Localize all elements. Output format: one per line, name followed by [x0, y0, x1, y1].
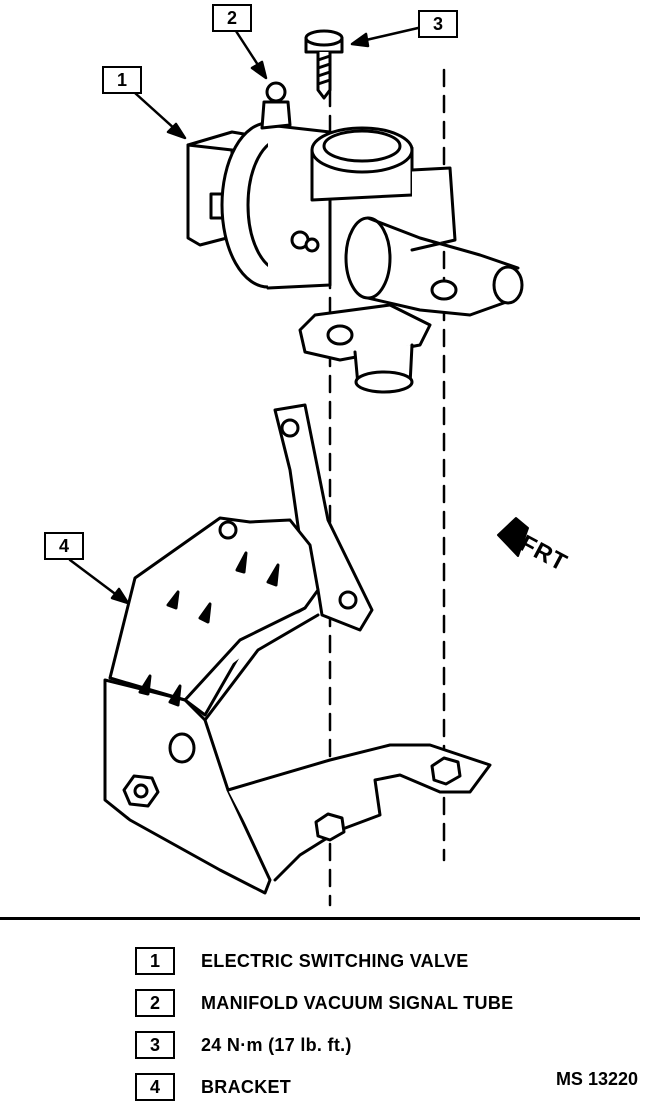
legend-item: 2 MANIFOLD VACUUM SIGNAL TUBE [135, 982, 615, 1024]
callout-leaders [68, 26, 420, 605]
legend-item-number: 2 [135, 989, 175, 1017]
callout-1-box: 1 [102, 66, 142, 94]
mounting-bolt [304, 29, 344, 100]
callout-4-box: 4 [44, 532, 84, 560]
callout-3-number: 3 [432, 13, 443, 34]
legend-item: 1 ELECTRIC SWITCHING VALVE [135, 940, 615, 982]
legend-item: 4 BRACKET [135, 1066, 615, 1108]
front-direction-arrow [497, 517, 529, 557]
legend-item-number: 4 [135, 1073, 175, 1101]
callout-2-number: 2 [226, 7, 237, 28]
legend-item-label: BRACKET [201, 1076, 292, 1097]
legend-item-label: MANIFOLD VACUUM SIGNAL TUBE [201, 992, 514, 1013]
legend-item-label: 24 N·m (17 lb. ft.) [201, 1034, 352, 1055]
callout-1-number: 1 [116, 69, 127, 90]
legend-item: 3 24 N·m (17 lb. ft.) [135, 1024, 615, 1066]
legend-item-number: 1 [135, 947, 175, 975]
bracket-gussets [138, 551, 280, 707]
electric-switching-valve [186, 81, 524, 394]
legend-item-label: ELECTRIC SWITCHING VALVE [201, 950, 469, 971]
mounting-bracket [103, 403, 492, 895]
legend-divider [0, 917, 640, 920]
callout-4-number: 4 [58, 535, 69, 556]
parts-legend: 1 ELECTRIC SWITCHING VALVE 2 MANIFOLD VA… [135, 940, 615, 1108]
callout-3-box: 3 [418, 10, 458, 38]
legend-item-number: 3 [135, 1031, 175, 1059]
figure-code: MS 13220 [555, 1069, 638, 1089]
callout-2-box: 2 [212, 4, 252, 32]
